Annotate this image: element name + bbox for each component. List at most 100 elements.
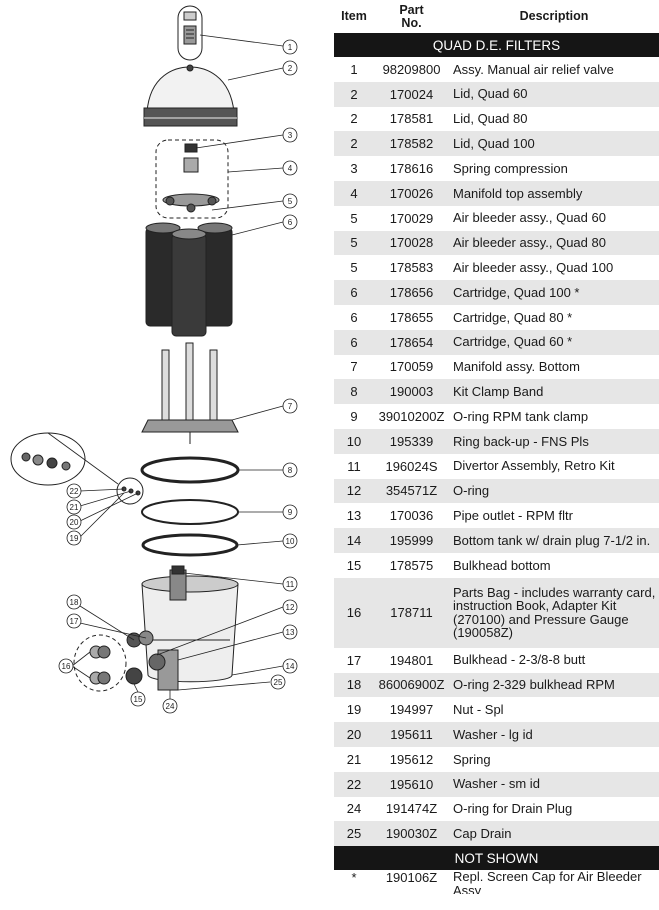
- callout-3: [282, 127, 298, 143]
- cell-item: 18: [334, 672, 374, 698]
- cell-item: 12: [334, 478, 374, 504]
- cell-part-no: 178581: [389, 111, 434, 127]
- cell-item: 2: [350, 111, 358, 127]
- callout-label-24: 24: [166, 702, 175, 711]
- callout-15: [130, 691, 146, 707]
- cell-item: 10: [334, 428, 374, 454]
- callout-17: [66, 613, 82, 629]
- cell-item: 14: [334, 528, 374, 553]
- cell-description: Cartridge, Quad 60 *: [449, 329, 659, 355]
- callout-4: [282, 160, 298, 176]
- cell-part-no: 178654: [374, 329, 449, 355]
- callout-label-25: 25: [274, 678, 283, 687]
- cell-part-no: 178583: [389, 260, 434, 276]
- callout-label-22: 22: [70, 487, 79, 496]
- cell-item: 5: [350, 210, 358, 226]
- cell-part-no: 178616: [389, 161, 434, 177]
- cell-item: 3: [350, 161, 358, 177]
- callout-label-4: 4: [288, 164, 293, 173]
- bulkhead-parts-drawing: [73, 630, 166, 692]
- cell-item: 20: [334, 722, 374, 747]
- cell-description: O-ring: [449, 478, 659, 504]
- cell-description: Pipe outlet - RPM fltr: [453, 507, 573, 523]
- cell-part-no: 170024: [374, 81, 449, 107]
- cell-description: Repl. Screen Cap for Air Bleeder Assy: [453, 870, 642, 895]
- callout-8: [282, 462, 298, 478]
- callout-label-19: 19: [70, 534, 79, 543]
- backup-ring-drawing: [141, 533, 239, 557]
- callout-label-17: 17: [70, 617, 79, 626]
- not-shown-title: NOT SHOWN: [334, 846, 659, 871]
- header-part-no: Part No.: [374, 0, 449, 33]
- callout-9: [282, 504, 298, 520]
- clamp-band-drawing: [140, 456, 240, 484]
- callout-label-5: 5: [288, 197, 293, 206]
- cell-item: 9: [350, 409, 358, 425]
- o-ring-drawing: [141, 499, 239, 525]
- callout-label-2: 2: [288, 64, 293, 73]
- callout-label-6: 6: [288, 218, 293, 227]
- callout-14: [282, 658, 298, 674]
- cell-description: Bulkhead - 2-3/8-8 butt: [453, 652, 586, 668]
- header-part-no-text: Part No.: [399, 2, 424, 30]
- callout-label-18: 18: [70, 598, 79, 607]
- cell-item: 4: [334, 180, 374, 206]
- cell-item: 21: [346, 751, 362, 767]
- callout-24: [162, 698, 178, 714]
- cell-item: 25: [334, 821, 374, 847]
- cell-item: 16: [334, 577, 374, 648]
- callout-label-21: 21: [70, 503, 79, 512]
- cell-description: O-ring 2-329 bulkhead RPM: [449, 672, 659, 698]
- cell-item: 8: [334, 379, 374, 405]
- cell-part-no: 190106Z: [385, 870, 438, 886]
- section-title: QUAD D.E. FILTERS: [334, 33, 659, 57]
- cell-part-no: 170059: [389, 359, 434, 375]
- hardware-detail-drawing: [10, 432, 144, 505]
- callout-label-8: 8: [288, 466, 293, 475]
- cell-item: 5: [350, 260, 358, 276]
- cell-part-no: 196024S: [385, 458, 438, 474]
- callout-12: [282, 599, 298, 615]
- callout-label-11: 11: [286, 580, 295, 589]
- cell-item: 5: [334, 230, 374, 256]
- cell-description: Lid, Quad 100: [449, 131, 659, 157]
- cell-item: 1: [350, 61, 358, 77]
- callout-label-9: 9: [288, 508, 293, 517]
- cell-part-no: 178582: [374, 131, 449, 157]
- callout-label-13: 13: [286, 628, 295, 637]
- cell-part-no: 190030Z: [374, 821, 449, 847]
- cell-description: Bottom tank w/ drain plug 7-1/2 in.: [449, 528, 659, 553]
- cell-description: Assy. Manual air relief valve: [453, 61, 614, 77]
- cell-description: Nut - Spl: [453, 701, 504, 717]
- cell-part-no: 170028: [374, 230, 449, 256]
- cell-part-no: 195610: [374, 771, 449, 797]
- callout-label-16: 16: [62, 662, 71, 671]
- cell-item: 2: [334, 81, 374, 107]
- bottom-tank-drawing: [141, 565, 239, 691]
- callout-22: [66, 483, 82, 499]
- header-description: Description: [519, 9, 589, 23]
- callout-19: [66, 530, 82, 546]
- not-shown-section-row: NOT SHOWN: [334, 846, 659, 871]
- callout-label-15: 15: [134, 695, 143, 704]
- callout-16: [58, 658, 74, 674]
- cell-part-no: 178656: [374, 280, 449, 305]
- cell-description: Cartridge, Quad 80 *: [453, 309, 573, 325]
